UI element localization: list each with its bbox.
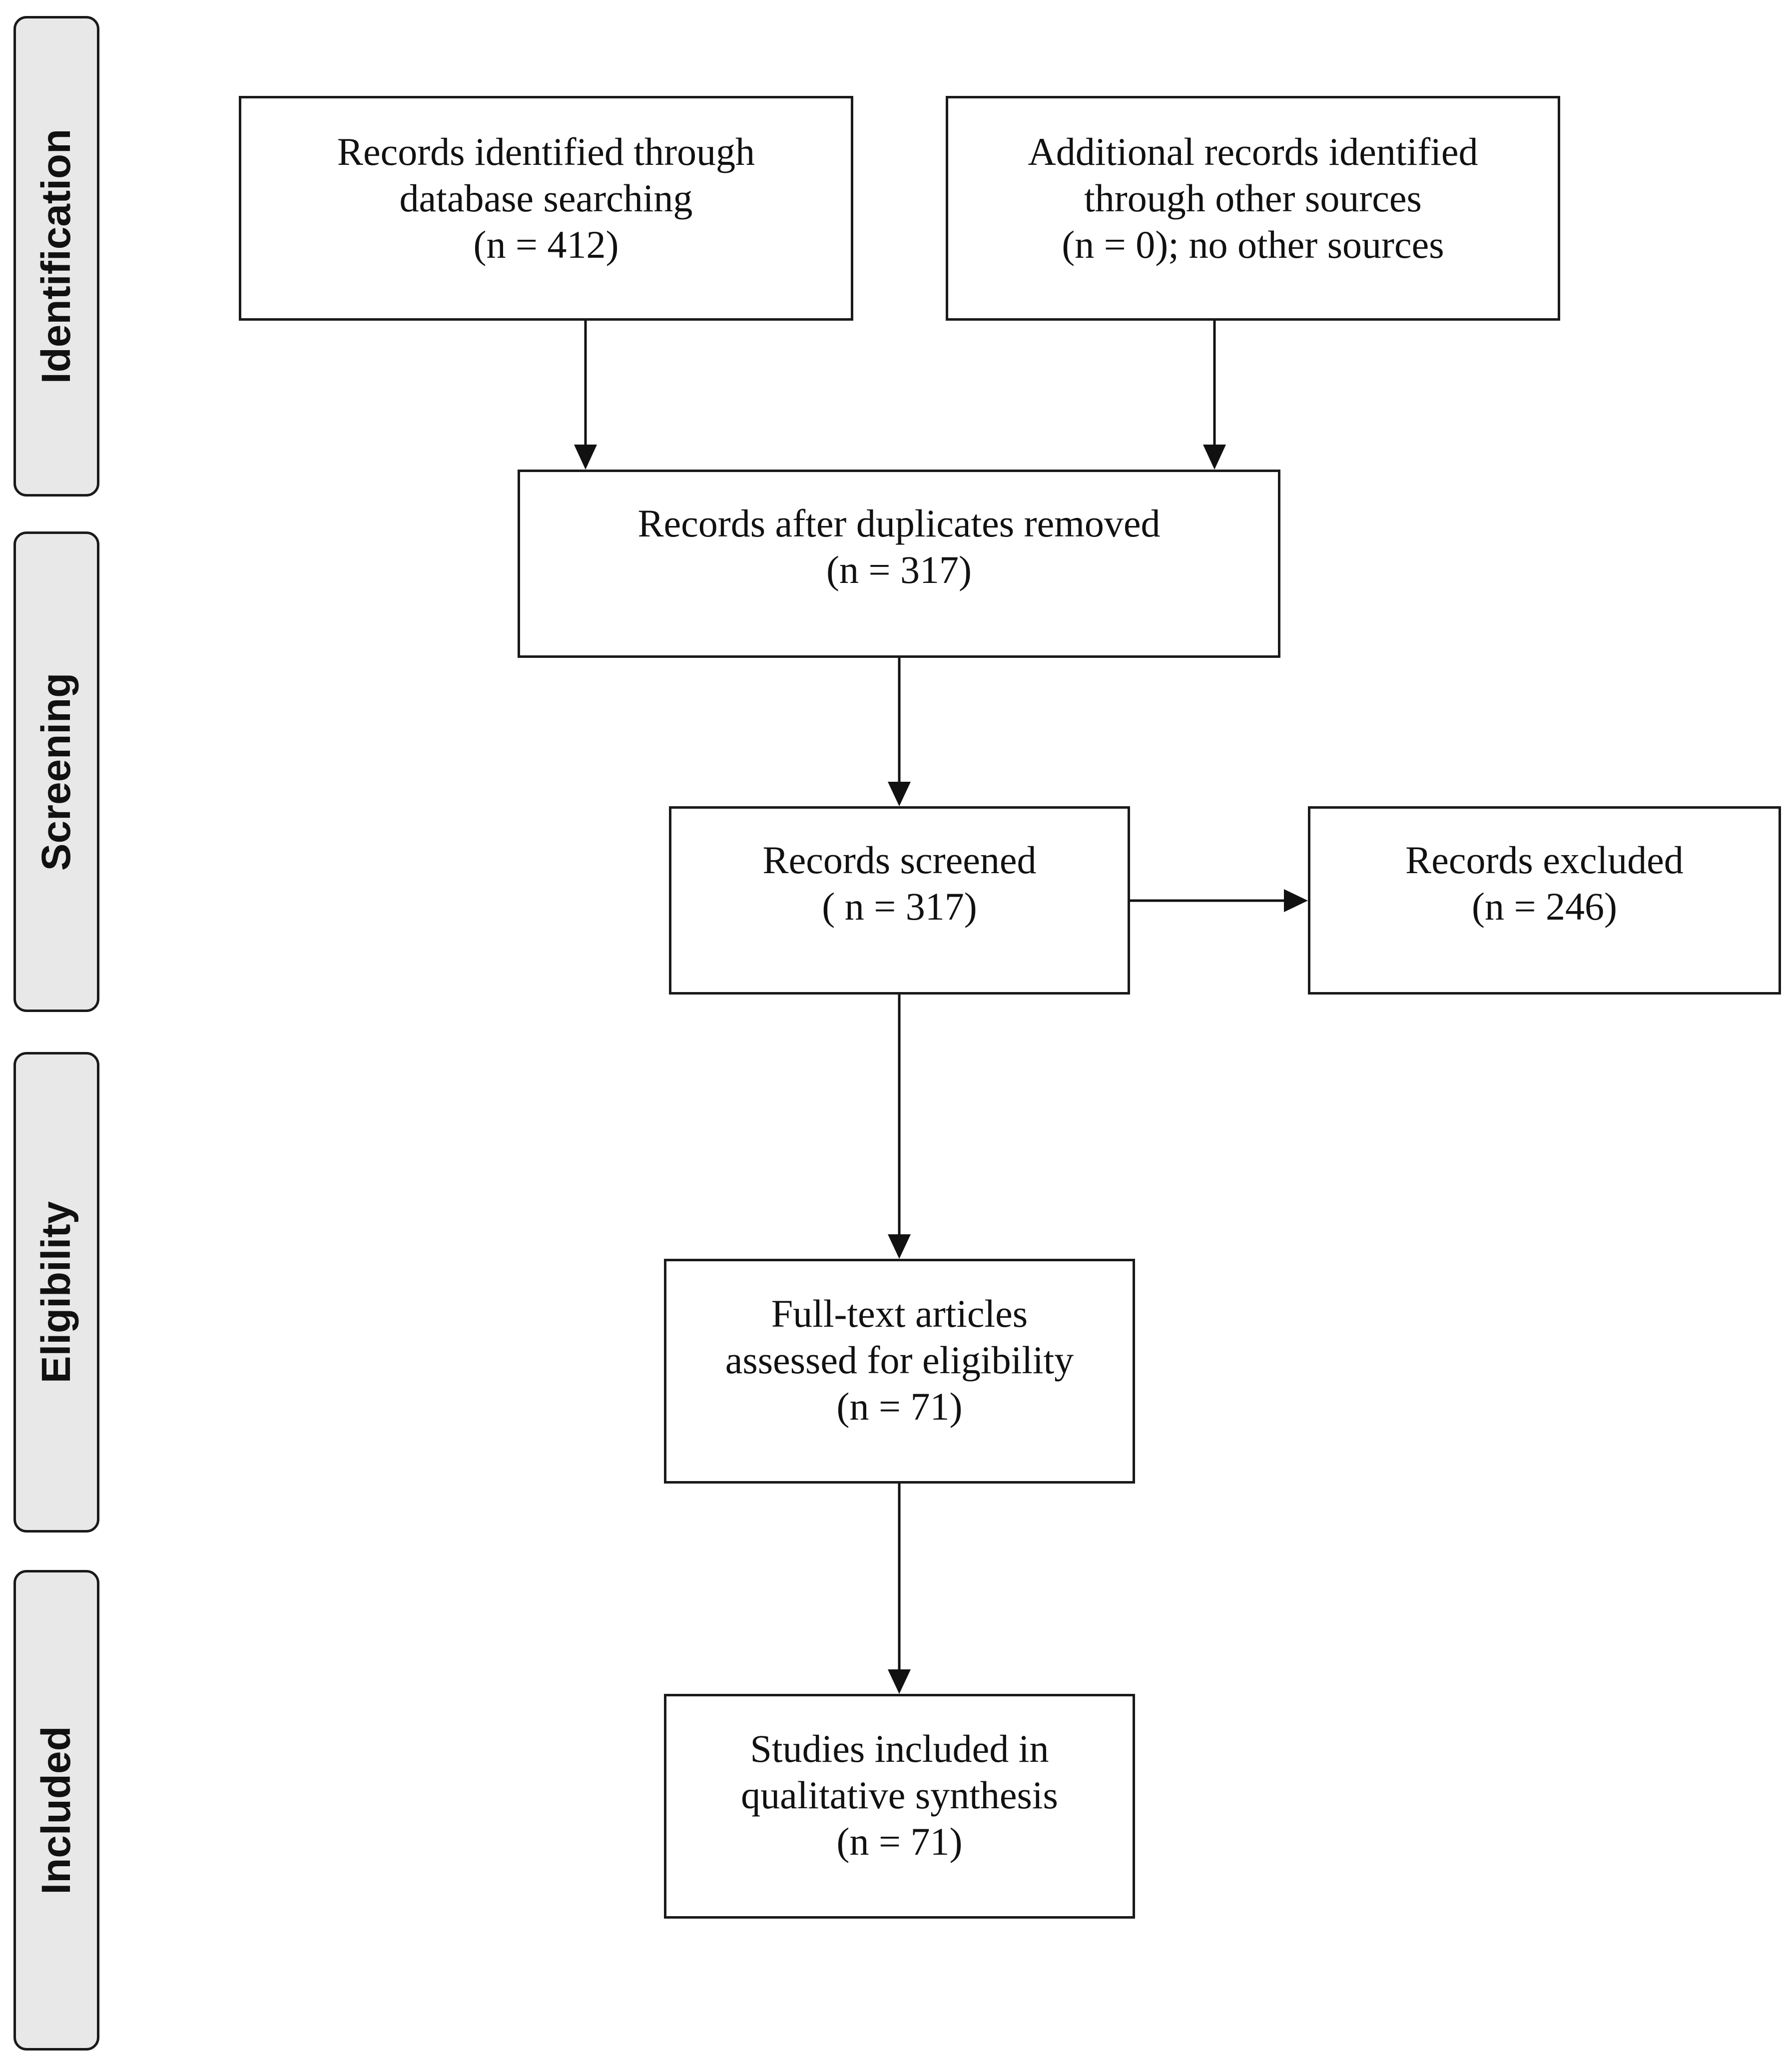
box-database-records: Records identified through database sear… [239, 96, 853, 321]
box-after-duplicates: Records after duplicates removed (n = 31… [518, 470, 1280, 658]
box-other-sources: Additional records identified through ot… [946, 96, 1560, 321]
box-database-records-text: Records identified through database sear… [337, 130, 755, 266]
arrowhead-screened-to-fulltext [888, 1234, 911, 1259]
box-records-excluded-text: Records excluded (n = 246) [1405, 838, 1684, 928]
arrowhead-other-to-duplicates [1203, 445, 1226, 470]
arrowhead-duplicates-to-screened [888, 782, 911, 806]
box-records-screened-text: Records screened ( n = 317) [762, 838, 1037, 928]
phase-included: Included [13, 1570, 99, 2051]
arrowhead-database-to-duplicates [574, 445, 597, 470]
box-records-excluded: Records excluded (n = 246) [1308, 806, 1781, 995]
box-full-text: Full-text articles assessed for eligibil… [664, 1259, 1135, 1484]
box-other-sources-text: Additional records identified through ot… [1028, 130, 1478, 266]
box-included-studies: Studies included in qualitative synthesi… [664, 1694, 1135, 1919]
phase-identification: Identification [13, 16, 99, 497]
box-after-duplicates-text: Records after duplicates removed (n = 31… [637, 502, 1161, 591]
arrowhead-fulltext-to-included [888, 1669, 911, 1694]
phase-screening: Screening [13, 531, 99, 1012]
box-full-text-text: Full-text articles assessed for eligibil… [725, 1292, 1074, 1428]
box-included-studies-text: Studies included in qualitative synthesi… [741, 1727, 1058, 1863]
box-records-screened: Records screened ( n = 317) [669, 806, 1130, 995]
arrowhead-screened-to-excluded [1284, 889, 1308, 912]
phase-eligibility: Eligibility [13, 1052, 99, 1533]
